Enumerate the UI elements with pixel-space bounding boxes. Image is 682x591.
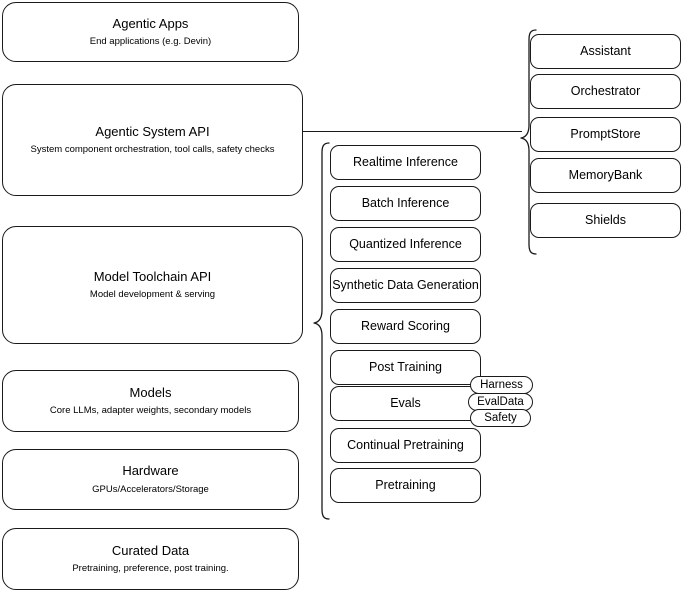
component-memorybank[interactable]: MemoryBank bbox=[530, 158, 681, 193]
layer-title: Agentic Apps bbox=[112, 15, 189, 31]
layer-title: Models bbox=[129, 384, 172, 400]
capability-label: Realtime Inference bbox=[353, 154, 458, 169]
capability-label: Reward Scoring bbox=[361, 318, 450, 333]
layer-title: Curated Data bbox=[111, 542, 190, 558]
capability-pretraining[interactable]: Pretraining bbox=[330, 468, 481, 503]
capability-label: Post Training bbox=[369, 359, 442, 374]
capability-label: Evals bbox=[390, 395, 421, 410]
capability-label: Continual Pretraining bbox=[347, 437, 464, 452]
layer-subtitle: Model development & serving bbox=[89, 289, 216, 301]
capability-label: Pretraining bbox=[375, 477, 436, 492]
layer-hardware[interactable]: Hardware GPUs/Accelerators/Storage bbox=[2, 449, 299, 510]
evals-pill-safety[interactable]: Safety bbox=[470, 409, 531, 427]
component-orchestrator[interactable]: Orchestrator bbox=[530, 74, 681, 109]
capability-label: Quantized Inference bbox=[349, 236, 462, 251]
component-assistant[interactable]: Assistant bbox=[530, 34, 681, 69]
layer-subtitle: System component orchestration, tool cal… bbox=[30, 144, 275, 156]
component-label: Orchestrator bbox=[570, 83, 641, 98]
layer-agentic-apps[interactable]: Agentic Apps End applications (e.g. Devi… bbox=[2, 2, 299, 62]
layer-models[interactable]: Models Core LLMs, adapter weights, secon… bbox=[2, 370, 299, 432]
component-label: Shields bbox=[585, 212, 626, 227]
system-api-connector-line bbox=[303, 131, 522, 133]
capability-synthetic-data-generation[interactable]: Synthetic Data Generation bbox=[330, 268, 481, 303]
capability-post-training[interactable]: Post Training bbox=[330, 350, 481, 385]
evals-pill-harness[interactable]: Harness bbox=[470, 376, 533, 394]
layer-subtitle: GPUs/Accelerators/Storage bbox=[92, 483, 209, 495]
capability-label: Batch Inference bbox=[361, 195, 450, 210]
evals-pill-label: Safety bbox=[484, 412, 517, 424]
layer-model-toolchain-api[interactable]: Model Toolchain API Model development & … bbox=[2, 226, 303, 344]
capability-realtime-inference[interactable]: Realtime Inference bbox=[330, 145, 481, 180]
component-label: Assistant bbox=[580, 43, 631, 58]
layer-subtitle: End applications (e.g. Devin) bbox=[89, 36, 212, 48]
capability-batch-inference[interactable]: Batch Inference bbox=[330, 186, 481, 221]
layer-subtitle: Pretraining, preference, post training. bbox=[72, 563, 229, 575]
layer-title: Agentic System API bbox=[95, 123, 210, 139]
component-label: PromptStore bbox=[570, 126, 641, 141]
layer-agentic-system-api[interactable]: Agentic System API System component orch… bbox=[2, 84, 303, 196]
evals-pill-label: Harness bbox=[480, 379, 523, 391]
system-components-brace bbox=[520, 29, 537, 255]
evals-pill-label: EvalData bbox=[477, 396, 524, 408]
capability-evals[interactable]: Evals bbox=[330, 386, 481, 421]
layer-title: Model Toolchain API bbox=[93, 268, 212, 284]
layer-subtitle: Core LLMs, adapter weights, secondary mo… bbox=[49, 405, 252, 417]
capability-label: Synthetic Data Generation bbox=[332, 277, 479, 292]
layer-curated-data[interactable]: Curated Data Pretraining, preference, po… bbox=[2, 528, 299, 590]
capability-reward-scoring[interactable]: Reward Scoring bbox=[330, 309, 481, 344]
capability-quantized-inference[interactable]: Quantized Inference bbox=[330, 227, 481, 262]
component-shields[interactable]: Shields bbox=[530, 203, 681, 238]
capability-continual-pretraining[interactable]: Continual Pretraining bbox=[330, 428, 481, 463]
layer-title: Hardware bbox=[122, 463, 179, 479]
component-label: MemoryBank bbox=[568, 167, 643, 182]
component-promptstore[interactable]: PromptStore bbox=[530, 117, 681, 152]
toolchain-brace bbox=[313, 142, 330, 520]
